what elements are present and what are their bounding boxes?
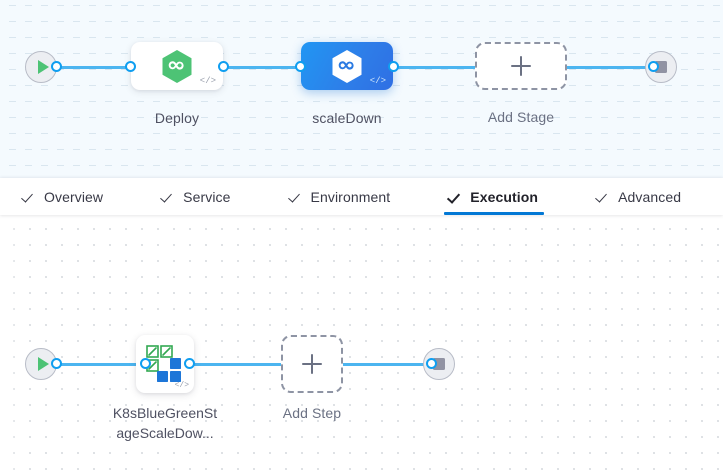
- step-code-badge[interactable]: </>: [174, 381, 189, 390]
- stage-edge-scaledown-addstage: [392, 66, 482, 69]
- stage-config-tabbar: Overview Service Environment Execution A…: [0, 178, 723, 215]
- plus-icon: [302, 354, 322, 374]
- stage-connector-dot-deploy-out[interactable]: [218, 61, 229, 72]
- tab-overview[interactable]: Overview: [22, 178, 105, 215]
- stage-node-deploy[interactable]: </>: [131, 42, 223, 90]
- check-icon: [598, 191, 610, 203]
- stage-edge-addstage-end: [558, 66, 654, 69]
- step-label-line-2: ageScaleDow...: [116, 425, 214, 441]
- tab-execution[interactable]: Execution: [444, 178, 544, 215]
- add-step-label: Add Step: [282, 405, 342, 421]
- stage-connector-dot-start[interactable]: [51, 61, 62, 72]
- stage-edge-deploy-scaledown: [224, 66, 308, 69]
- step-label-k8s-bluegreen-scaledown: K8sBlueGreenSt ageScaleDow...: [100, 403, 230, 443]
- stage-label-deploy: Deploy: [154, 110, 200, 126]
- add-step-button[interactable]: [281, 335, 343, 393]
- add-stage-label: Add Stage: [487, 109, 555, 125]
- step-edge-start-k8s: [56, 363, 146, 366]
- stage-connector-dot-end[interactable]: [648, 61, 659, 72]
- stage-connector-dot-scaledown-in[interactable]: [295, 61, 306, 72]
- execution-graph-canvas[interactable]: </> K8sBlueGreenSt ageScaleDow... Add St…: [0, 215, 723, 474]
- tab-environment[interactable]: Environment: [289, 178, 393, 215]
- stage-connector-dot-deploy-in[interactable]: [125, 61, 136, 72]
- play-icon: [37, 60, 49, 74]
- tab-service[interactable]: Service: [161, 178, 232, 215]
- step-connector-dot-k8s-in[interactable]: [140, 358, 151, 369]
- tab-advanced[interactable]: Advanced: [596, 178, 683, 215]
- stage-code-badge[interactable]: </>: [199, 76, 216, 86]
- step-connector-dot-end[interactable]: [426, 358, 437, 369]
- add-stage-button[interactable]: [475, 42, 567, 90]
- step-edge-addstep-end: [340, 363, 432, 366]
- step-connector-dot-k8s-out[interactable]: [184, 358, 195, 369]
- plus-icon: [511, 56, 531, 76]
- step-label-line-1: K8sBlueGreenSt: [112, 405, 218, 421]
- check-icon: [24, 191, 36, 203]
- harness-cd-hexagon-icon: [131, 42, 223, 90]
- step-connector-dot-start[interactable]: [51, 358, 62, 369]
- check-icon: [291, 191, 303, 203]
- stage-graph-canvas[interactable]: </> Deploy </> scaleDown Add Stage: [0, 0, 723, 178]
- stage-connector-dot-scaledown-out[interactable]: [388, 61, 399, 72]
- stage-label-scaledown: scaleDown: [312, 110, 382, 126]
- k8s-bluegreen-squares-icon: [136, 335, 194, 393]
- step-edge-k8s-addstep: [190, 363, 282, 366]
- harness-cd-hexagon-icon: [301, 42, 393, 90]
- check-icon: [450, 191, 462, 203]
- stage-code-badge[interactable]: </>: [369, 76, 386, 86]
- check-icon: [163, 191, 175, 203]
- stage-node-scaledown[interactable]: </>: [301, 42, 393, 90]
- play-icon: [37, 357, 49, 371]
- stage-edge-start-deploy: [56, 66, 146, 69]
